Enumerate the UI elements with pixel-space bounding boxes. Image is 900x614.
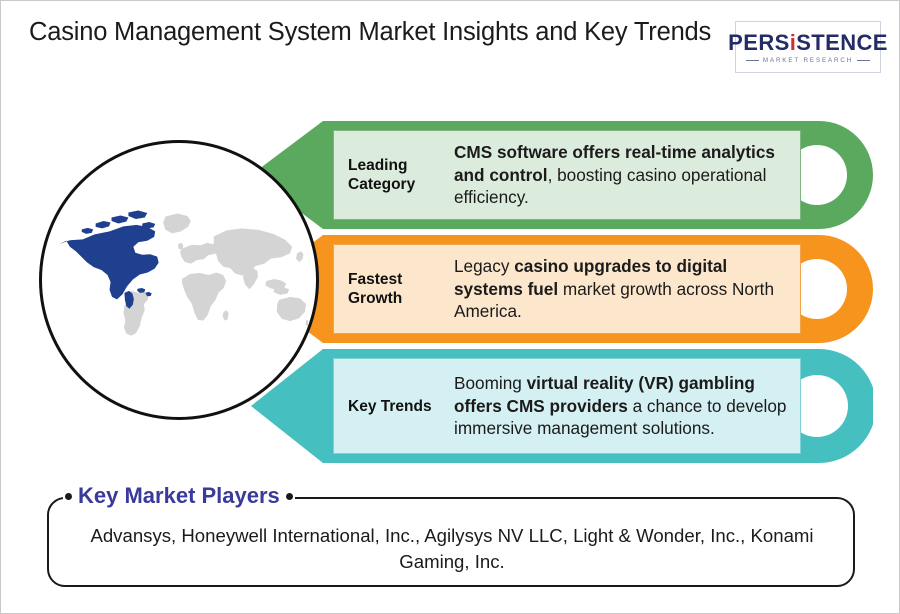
key-market-players-title-wrap: Key Market Players: [63, 482, 295, 510]
logo-word-i: i: [789, 30, 797, 55]
insight-row-leading-category: Leading Category CMS software offers rea…: [251, 121, 873, 229]
row-3-panel: Key Trends Booming virtual reality (VR) …: [333, 358, 801, 454]
logo-rule-left: [746, 60, 759, 61]
world-landmass: [123, 213, 308, 336]
row-2-category-label: Fastest Growth: [348, 271, 403, 307]
row-2-rest-text: market growth across North America.: [454, 278, 775, 322]
page-title: Casino Management System Market Insights…: [29, 18, 712, 46]
world-map-svg: [58, 210, 308, 336]
logo-tagline: MARKET RESEARCH: [762, 57, 854, 64]
row-3-lead-text: Booming: [454, 373, 527, 394]
logo-wordmark: PERSiSTENCE: [728, 32, 888, 54]
north-america-highlight: [58, 210, 159, 309]
key-market-players-list: Advansys, Honeywell International, Inc.,…: [90, 525, 814, 572]
row-3-rest-text: a chance to develop immersive management…: [454, 395, 787, 439]
bullet-dot-left-icon: [65, 492, 72, 500]
logo-rule-right: [857, 60, 870, 61]
key-market-players-title: Key Market Players: [78, 483, 280, 508]
row-2-lead-text: Legacy: [454, 256, 515, 277]
company-logo: PERSiSTENCE MARKET RESEARCH: [728, 21, 887, 73]
row-1-rest-text: , boosting casino operational efficiency…: [454, 164, 767, 208]
row-1-panel: Leading Category CMS software offers rea…: [333, 130, 801, 220]
insight-row-fastest-growth: Fastest Growth Legacy casino upgrades to…: [251, 235, 873, 343]
row-2-body-text: Legacy casino upgrades to digital system…: [448, 255, 792, 323]
row-2-panel: Fastest Growth Legacy casino upgrades to…: [333, 244, 801, 334]
row-3-bold-text: virtual reality (VR) gambling offers CMS…: [454, 373, 755, 416]
row-1-body-text: CMS software offers real-time analytics …: [448, 141, 792, 209]
world-map-circle: [39, 140, 319, 420]
logo-word-part1: PERS: [728, 30, 790, 55]
key-market-players-box: [47, 497, 855, 587]
row-1-bold-text: CMS software offers real-time analytics …: [454, 142, 775, 185]
insight-row-key-trends: Key Trends Booming virtual reality (VR) …: [251, 349, 873, 463]
row-3-category-label: Key Trends: [348, 397, 432, 415]
row-1-category-label: Leading Category: [348, 157, 416, 193]
row-2-bold-text: casino upgrades to digital systems fuel: [454, 256, 728, 299]
bullet-dot-right-icon: [285, 492, 293, 500]
logo-tagline-wrap: MARKET RESEARCH: [746, 57, 870, 64]
logo-word-part2: STENCE: [796, 30, 888, 55]
row-3-body-text: Booming virtual reality (VR) gambling of…: [448, 372, 792, 440]
